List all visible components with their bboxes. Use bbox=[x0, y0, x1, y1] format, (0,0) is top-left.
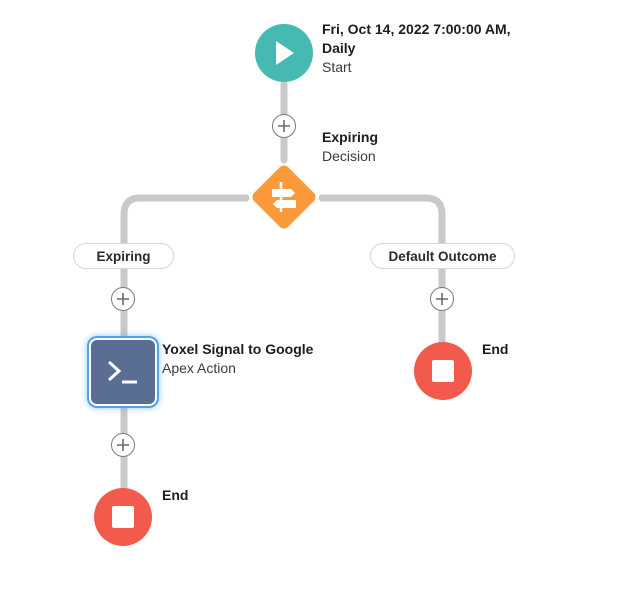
outcome-expiring[interactable]: Expiring bbox=[73, 243, 174, 269]
end-right-title: End bbox=[482, 341, 509, 357]
decision-subtitle: Decision bbox=[322, 148, 376, 164]
add-element-button[interactable] bbox=[272, 114, 296, 138]
stop-square-icon bbox=[432, 360, 454, 382]
connector-branch-left bbox=[120, 194, 250, 492]
end-node-right[interactable] bbox=[414, 342, 472, 400]
plus-icon bbox=[117, 439, 129, 451]
decision-arrows-icon bbox=[252, 165, 316, 229]
plus-icon bbox=[117, 293, 129, 305]
outcome-default[interactable]: Default Outcome bbox=[370, 243, 515, 269]
play-icon bbox=[276, 41, 294, 65]
decision-label: Expiring Decision bbox=[322, 128, 378, 166]
add-element-button-left-top[interactable] bbox=[111, 287, 135, 311]
action-subtitle: Apex Action bbox=[162, 360, 236, 376]
action-label: Yoxel Signal to Google Apex Action bbox=[162, 340, 313, 378]
action-title: Yoxel Signal to Google bbox=[162, 341, 314, 357]
add-element-button-right[interactable] bbox=[430, 287, 454, 311]
terminal-prompt-icon bbox=[107, 360, 137, 384]
add-element-button-left-bottom[interactable] bbox=[111, 433, 135, 457]
plus-icon bbox=[436, 293, 448, 305]
start-title: Fri, Oct 14, 2022 7:00:00 AM, Daily bbox=[322, 21, 511, 56]
start-node[interactable] bbox=[255, 24, 313, 82]
start-label: Fri, Oct 14, 2022 7:00:00 AM, Daily Star… bbox=[322, 20, 532, 77]
end-right-label: End bbox=[482, 340, 508, 359]
decision-title: Expiring bbox=[322, 129, 379, 145]
plus-icon bbox=[278, 120, 290, 132]
decision-node[interactable] bbox=[245, 158, 323, 236]
end-node-left[interactable] bbox=[94, 488, 152, 546]
connector-branch-right bbox=[318, 194, 446, 346]
end-left-title: End bbox=[162, 487, 189, 503]
end-left-label: End bbox=[162, 486, 188, 505]
stop-square-icon bbox=[112, 506, 134, 528]
apex-action-node[interactable] bbox=[91, 340, 155, 404]
start-subtitle: Start bbox=[322, 59, 352, 75]
